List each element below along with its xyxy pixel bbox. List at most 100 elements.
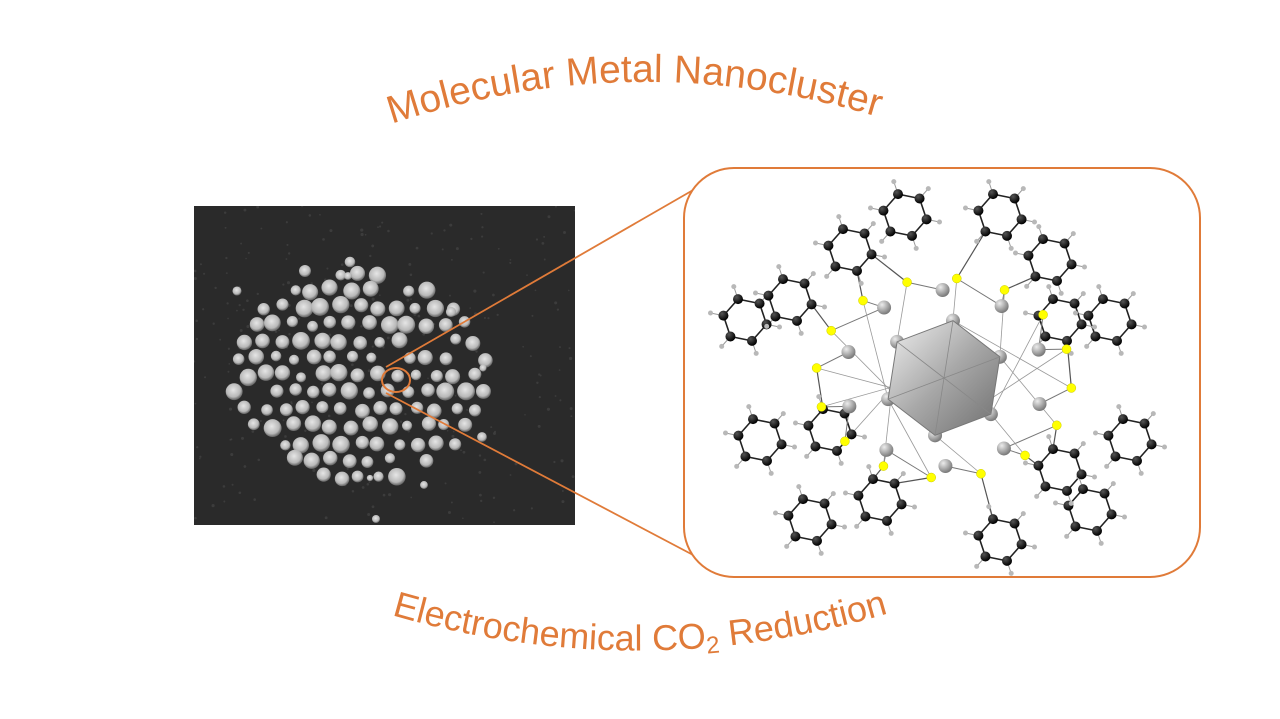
noise-speck	[351, 489, 355, 493]
hydrogen-atom	[1023, 310, 1029, 316]
nanoparticle	[346, 350, 359, 363]
icosahedron-edge	[943, 377, 992, 415]
noise-speck	[278, 329, 280, 332]
nanoparticle	[410, 369, 422, 381]
carbon-atom	[988, 514, 999, 525]
nanoparticle	[340, 382, 358, 400]
nanoparticle	[295, 400, 310, 415]
hydrogen-atom	[804, 453, 810, 459]
nanoparticle	[257, 303, 270, 316]
nanoparticle	[426, 403, 442, 419]
nanoparticle	[418, 318, 435, 335]
nanoparticle	[295, 299, 314, 318]
title-bottom-suffix: Reduction	[716, 582, 890, 655]
nanoparticle	[445, 369, 461, 385]
noise-speck	[351, 363, 354, 367]
noise-speck	[569, 356, 573, 361]
hydrogen-atom	[1150, 411, 1156, 417]
hydrogen-atom	[780, 411, 786, 417]
hydrogen-atom	[813, 240, 819, 246]
hydrogen-atom	[963, 205, 969, 211]
carbon-atom	[1066, 259, 1077, 270]
hydrogen-atom	[1098, 540, 1104, 546]
hydrogen-atom	[1096, 284, 1102, 290]
noise-speck	[496, 313, 499, 316]
metal-s-bond	[990, 314, 1044, 415]
s-c-bond	[871, 253, 908, 283]
nanoparticle	[323, 450, 338, 466]
noise-speck	[473, 289, 477, 293]
hydrogen-atom	[719, 343, 725, 349]
hydrogen-atom	[746, 404, 752, 410]
noise-speck	[196, 446, 199, 449]
carbon-atom	[868, 474, 879, 485]
noise-speck	[214, 286, 217, 290]
hydrogen-atom	[1093, 430, 1099, 436]
noise-speck	[198, 457, 201, 460]
atom-layer	[708, 179, 1167, 576]
hydrogen-atom	[1118, 350, 1124, 356]
nanoparticle	[257, 364, 275, 381]
nanoparticle	[341, 315, 356, 330]
noise-speck	[475, 350, 478, 353]
noise-speck	[327, 414, 331, 418]
s-c-bond	[856, 270, 864, 301]
noise-speck	[349, 304, 353, 308]
s-c-bond	[980, 473, 994, 520]
nanoparticle	[322, 382, 337, 397]
carbon-atom	[826, 519, 837, 530]
noise-speck	[470, 237, 473, 241]
noise-speck	[240, 436, 244, 440]
nanoparticle	[315, 365, 332, 382]
nanoparticle	[451, 403, 463, 415]
noise-speck	[561, 500, 565, 504]
hydrogen-atom	[1080, 441, 1086, 447]
noise-speck	[558, 369, 561, 371]
noise-speck	[531, 314, 534, 317]
carbon-atom	[770, 311, 781, 322]
noise-speck	[478, 454, 482, 457]
sulfur-atom	[816, 402, 827, 412]
hydrogen-atom	[734, 463, 740, 469]
noise-speck	[538, 396, 541, 399]
nanoparticle	[343, 282, 361, 300]
nanoparticle	[237, 400, 251, 414]
carbon-atom	[1098, 294, 1109, 305]
carbon-atom	[1091, 525, 1102, 536]
noise-speck	[553, 460, 556, 464]
noise-speck	[524, 413, 526, 416]
nanoparticle	[362, 315, 377, 330]
noise-speck	[340, 263, 344, 266]
nanoparticle	[296, 372, 307, 383]
noise-speck	[546, 407, 551, 411]
title-top: Molecular Metal Nanocluster	[382, 48, 888, 132]
noise-speck	[560, 459, 564, 463]
noise-speck	[479, 493, 482, 497]
noise-speck	[199, 455, 202, 458]
hydrogen-atom	[1020, 511, 1026, 517]
s-c-bond	[1004, 275, 1036, 291]
noise-speck	[570, 415, 573, 418]
metal-atom	[994, 299, 1009, 314]
nanoparticle	[321, 279, 338, 296]
noise-speck	[480, 212, 483, 215]
nanoparticle	[344, 272, 352, 280]
noise-speck	[371, 297, 375, 301]
noise-speck	[312, 468, 316, 472]
noise-speck	[230, 438, 233, 441]
noise-speck	[288, 333, 291, 336]
nanoparticle	[362, 280, 379, 297]
noise-speck	[308, 214, 312, 217]
noise-speck	[360, 232, 364, 237]
noise-speck	[538, 373, 541, 376]
noise-speck	[368, 481, 371, 484]
nanoparticle	[430, 370, 443, 383]
noise-speck	[561, 490, 564, 492]
noise-speck	[371, 244, 375, 248]
noise-speck	[481, 226, 484, 229]
hydrogen-atom	[796, 484, 802, 490]
noise-speck	[223, 500, 226, 503]
noise-speck	[228, 407, 233, 411]
nanoparticle	[307, 320, 319, 332]
